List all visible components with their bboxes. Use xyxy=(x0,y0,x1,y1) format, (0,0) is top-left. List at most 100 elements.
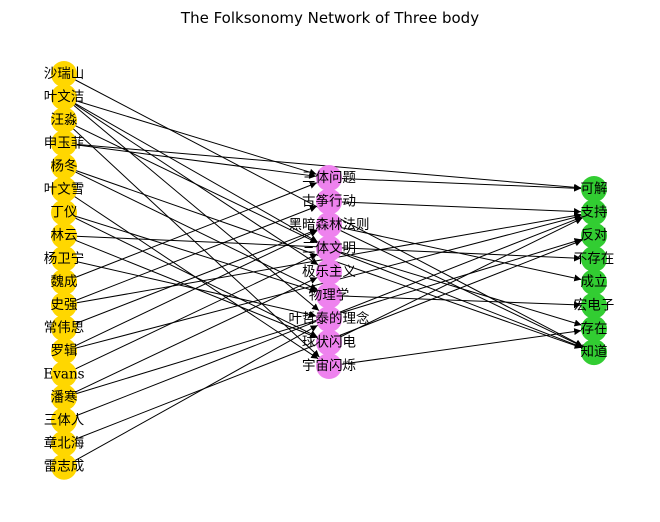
edge xyxy=(63,228,318,329)
concepts-node-label: 球状闪电 xyxy=(302,335,356,351)
people-node-label: 雷志成 xyxy=(44,459,85,475)
people-node-label: 汪淼 xyxy=(51,112,78,128)
people-node xyxy=(51,315,77,342)
people-node-label: 常伟思 xyxy=(44,320,85,336)
concepts-node xyxy=(316,259,342,285)
edge xyxy=(328,201,582,215)
edge xyxy=(63,258,317,318)
node-labels: 沙瑞山叶文洁汪淼申玉菲杨冬叶文雪丁仪林云杨卫宁魏成史强常伟思罗辑Evans潘寒三… xyxy=(43,66,614,475)
relations-node-label: 可解 xyxy=(581,181,608,197)
edge xyxy=(63,182,318,283)
edge xyxy=(63,324,318,468)
people-node-label: 叶文雪 xyxy=(44,182,85,198)
relations-node-label: 支持 xyxy=(581,204,608,220)
people-node-label: 叶文洁 xyxy=(44,89,85,105)
concepts-node-label: 物理学 xyxy=(309,288,350,304)
edge xyxy=(63,96,318,243)
edge xyxy=(63,212,318,338)
people-node xyxy=(51,407,77,434)
edge xyxy=(63,212,317,293)
edge xyxy=(63,189,319,360)
people-node xyxy=(51,199,77,226)
edge xyxy=(328,177,582,192)
people-node xyxy=(51,84,77,111)
edge xyxy=(63,96,317,176)
relations-node xyxy=(581,292,607,319)
edges xyxy=(63,73,583,468)
people-node xyxy=(51,153,77,180)
people-node-label: 丁仪 xyxy=(51,205,78,221)
people-node xyxy=(51,292,77,318)
people-node-label: Evans xyxy=(43,366,84,382)
edge xyxy=(63,165,318,291)
people-node-label: 魏成 xyxy=(51,274,78,290)
people-node-label: 章北海 xyxy=(44,435,85,452)
concepts-node xyxy=(316,306,342,332)
relations-node-label: 知道 xyxy=(581,343,608,360)
relations-node-label: 反对 xyxy=(581,228,608,244)
edge xyxy=(63,119,320,358)
people-node-label: 杨卫宁 xyxy=(44,250,85,267)
relations-node xyxy=(581,269,607,296)
concepts-node-label: 古筝行动 xyxy=(302,193,356,210)
nodes xyxy=(51,61,607,480)
people-node xyxy=(51,430,77,457)
people-node xyxy=(51,176,77,203)
relations-node-label: 存在 xyxy=(581,321,608,337)
people-node xyxy=(51,384,77,411)
edge xyxy=(63,230,318,352)
concepts-node-label: 极乐主义 xyxy=(302,264,356,280)
concepts-node xyxy=(316,212,342,238)
relations-node-label: 不存在 xyxy=(574,251,615,267)
people-node xyxy=(51,245,77,272)
concepts-node-label: 三体文明 xyxy=(302,241,356,257)
people-node-label: 申玉菲 xyxy=(44,135,85,151)
edge xyxy=(63,213,582,352)
people-node xyxy=(51,453,77,480)
people-node-label: 沙瑞山 xyxy=(44,66,85,82)
concepts-node xyxy=(316,188,342,215)
edge xyxy=(63,96,319,266)
people-node xyxy=(51,130,77,157)
edge xyxy=(63,277,318,398)
edge xyxy=(328,328,582,367)
concepts-node xyxy=(316,329,342,356)
relations-node xyxy=(581,245,607,272)
edge xyxy=(63,205,318,306)
concepts-node xyxy=(316,282,342,309)
concepts-node xyxy=(316,353,342,379)
edge xyxy=(328,217,583,343)
concepts-node-label: 黑暗森林法则 xyxy=(289,217,370,233)
concepts-node-label: 三体问题 xyxy=(302,170,356,186)
people-node-label: 罗辑 xyxy=(51,343,78,359)
people-node xyxy=(51,361,77,388)
concepts-node xyxy=(316,235,342,262)
people-node-label: 林云 xyxy=(51,228,78,244)
people-node xyxy=(51,268,77,295)
relations-node xyxy=(581,199,607,226)
graph-title: The Folksonomy Network of Three body xyxy=(180,9,479,27)
people-node xyxy=(51,107,77,134)
relations-node xyxy=(581,176,607,202)
edge xyxy=(328,248,582,327)
people-node xyxy=(51,61,77,87)
edge xyxy=(328,224,583,347)
concepts-node-label: 宇宙闪烁 xyxy=(302,358,356,374)
people-node xyxy=(51,222,77,249)
people-node-label: 史强 xyxy=(51,297,78,313)
edge xyxy=(63,235,318,339)
relations-node xyxy=(581,339,607,366)
edge xyxy=(63,96,320,312)
people-node-label: 潘寒 xyxy=(51,388,78,405)
concepts-node xyxy=(316,165,342,191)
people-node-label: 三体人 xyxy=(44,413,85,429)
people-node-label: 杨冬 xyxy=(51,158,78,174)
people-node xyxy=(51,338,77,365)
concepts-node-label: 叶哲泰的理念 xyxy=(289,310,370,327)
edge xyxy=(63,253,318,375)
edge xyxy=(328,248,583,349)
edge xyxy=(63,142,317,179)
edge xyxy=(63,142,582,191)
relations-node-label: 成立 xyxy=(581,274,608,290)
